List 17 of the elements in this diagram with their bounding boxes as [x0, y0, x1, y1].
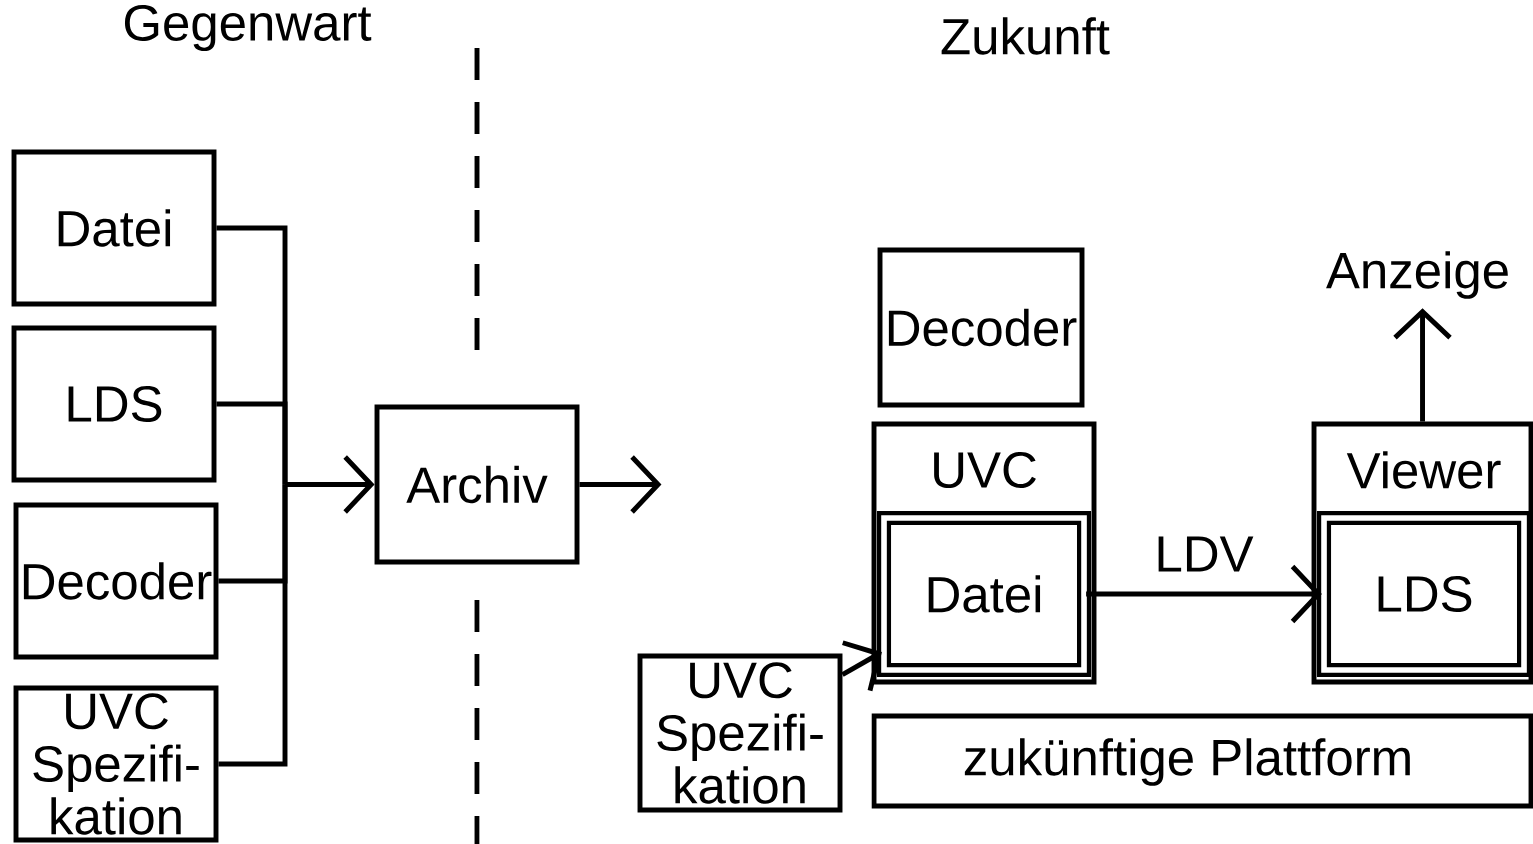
box: Datei [11, 149, 217, 307]
output-label: Anzeige [1326, 251, 1508, 299]
edge-label: LDV [1150, 532, 1258, 576]
arrow [1086, 564, 1322, 624]
box: Archiv [374, 404, 580, 565]
box: Decoder [13, 502, 219, 660]
heading: Zukunft [941, 17, 1110, 55]
box: Datei [877, 510, 1092, 677]
box: UVC Spezifi-kation [637, 653, 843, 813]
box: LDS [1317, 510, 1532, 677]
connector-line [216, 401, 288, 485]
heading: Gegenwart [124, 4, 372, 52]
box: UVC Spezifi-kation [13, 685, 219, 843]
box: Decoder [877, 247, 1085, 408]
box: LDS [11, 325, 217, 483]
box: zukünftige Plattform [871, 713, 1533, 809]
connector-line [218, 484, 288, 767]
